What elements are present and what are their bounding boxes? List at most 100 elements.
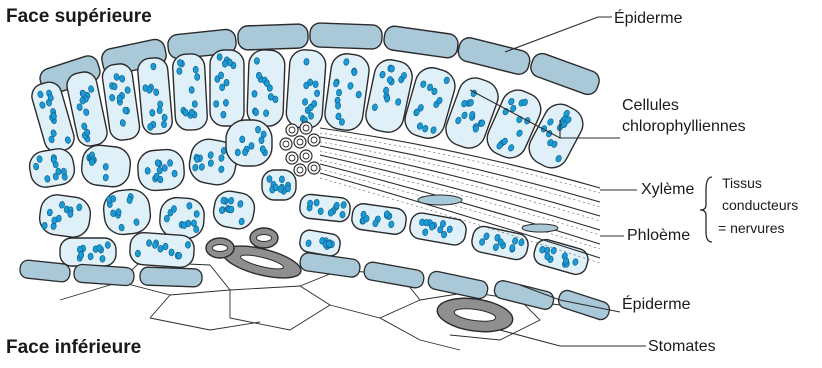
chloroplast xyxy=(267,85,272,92)
chloroplast xyxy=(372,220,378,227)
chloroplast xyxy=(307,200,313,207)
chloroplast xyxy=(59,201,65,208)
chloroplast xyxy=(151,63,157,70)
chloroplast xyxy=(328,209,334,216)
chlorophyll-cell xyxy=(80,144,132,189)
chloroplast xyxy=(155,159,161,166)
chloroplast xyxy=(189,86,195,93)
chloroplast xyxy=(235,149,240,156)
chloroplast xyxy=(125,86,131,93)
chlorophyll-cells-label-line2: chlorophylliennes xyxy=(622,117,746,137)
tissues-label-line1: Tissus xyxy=(722,175,762,192)
chloroplast xyxy=(384,210,390,217)
chloroplast xyxy=(214,100,219,107)
chloroplast xyxy=(193,66,199,73)
chloroplast xyxy=(111,83,117,90)
chloroplast xyxy=(255,126,260,133)
chloroplast xyxy=(157,167,163,174)
stoma xyxy=(250,228,278,248)
chloroplast xyxy=(254,57,259,64)
chloroplast xyxy=(161,121,167,128)
chloroplast xyxy=(145,167,151,174)
xylem-label: Xylème xyxy=(641,180,694,200)
chloroplast xyxy=(273,96,278,103)
chloroplast xyxy=(278,186,283,193)
chloroplast xyxy=(273,184,278,191)
chloroplast xyxy=(285,185,290,192)
leader-line xyxy=(505,17,612,52)
chloroplast xyxy=(162,164,168,171)
chloroplast xyxy=(194,73,200,80)
chloroplast xyxy=(42,222,48,229)
face-superieure-title: Face supérieure xyxy=(6,6,152,28)
chloroplast xyxy=(181,222,187,229)
chloroplast xyxy=(162,114,168,121)
chloroplast xyxy=(157,176,163,183)
epidermis-top-label: Épiderme xyxy=(614,9,682,29)
chlorophyll-cell xyxy=(137,148,186,191)
chloroplast xyxy=(347,82,353,89)
chloroplast xyxy=(314,90,320,97)
face-inferieure-title: Face inférieure xyxy=(6,337,141,359)
chloroplast xyxy=(67,210,73,217)
chloroplast xyxy=(314,199,320,206)
chloroplast xyxy=(97,245,102,252)
chloroplast xyxy=(334,202,340,209)
chloroplast xyxy=(147,123,153,130)
chloroplast xyxy=(187,202,193,209)
chloroplast xyxy=(388,221,394,228)
stomata-label: Stomates xyxy=(648,337,716,357)
chloroplast xyxy=(110,210,116,217)
chlorophyll-cells-label-line1: Cellules xyxy=(622,96,679,116)
chloroplast xyxy=(267,176,272,183)
chloroplast xyxy=(171,205,177,212)
chloroplast xyxy=(259,137,264,144)
chloroplast xyxy=(224,79,229,86)
chloroplast xyxy=(351,69,357,76)
chloroplast xyxy=(360,211,366,218)
chloroplast xyxy=(157,107,163,114)
chloroplast xyxy=(222,60,227,67)
xylem-vessel xyxy=(300,122,312,134)
chloroplast xyxy=(122,107,128,114)
upper-epidermis-cell xyxy=(310,23,383,49)
chloroplast xyxy=(341,201,347,208)
chloroplast xyxy=(340,211,346,218)
xylem-vessel xyxy=(294,164,306,176)
chloroplast xyxy=(185,241,191,248)
chlorophyll-cell xyxy=(247,49,286,126)
chloroplast xyxy=(88,253,93,260)
chloroplast xyxy=(183,109,189,116)
phloem-cell xyxy=(418,195,462,205)
lower-epidermis-cell xyxy=(140,267,203,287)
chloroplast xyxy=(119,224,125,231)
chloroplast xyxy=(313,81,319,88)
chloroplast xyxy=(177,59,183,66)
chloroplast xyxy=(302,98,308,105)
chloroplast xyxy=(336,89,342,96)
chloroplast xyxy=(105,242,110,249)
xylem-vessel xyxy=(308,134,320,146)
chloroplast xyxy=(106,196,112,203)
chloroplast xyxy=(279,176,284,183)
chloroplast xyxy=(217,54,222,61)
chloroplast xyxy=(318,208,324,215)
chloroplast xyxy=(242,149,247,156)
chloroplast xyxy=(176,252,182,259)
chloroplast xyxy=(256,72,261,79)
chlorophyll-cell xyxy=(129,232,195,268)
chloroplast xyxy=(223,99,228,106)
chloroplast xyxy=(143,84,149,91)
xylem-vessel xyxy=(300,150,312,162)
chloroplast xyxy=(260,146,265,153)
chloroplast xyxy=(152,241,158,248)
chloroplast xyxy=(158,245,164,252)
chloroplast xyxy=(119,75,125,82)
chloroplast xyxy=(343,58,349,65)
chloroplast xyxy=(114,73,120,80)
chloroplast xyxy=(51,217,57,224)
chloroplast xyxy=(127,197,133,204)
chlorophyll-cell xyxy=(210,50,244,126)
